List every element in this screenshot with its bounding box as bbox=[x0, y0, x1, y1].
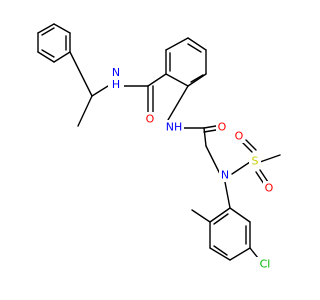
atom-label-o-acetamide: O bbox=[218, 121, 227, 134]
atom-label-o-sulfonyl-bottom: O bbox=[265, 182, 274, 195]
bond bbox=[190, 74, 204, 83]
atom-label-cl: Cl bbox=[260, 258, 271, 271]
bond bbox=[147, 73, 167, 87]
atom-label-nh-anilide: NH bbox=[166, 121, 183, 134]
bond bbox=[91, 85, 109, 97]
bond bbox=[245, 139, 257, 151]
bond bbox=[53, 51, 71, 63]
bond bbox=[41, 49, 55, 58]
bond bbox=[213, 213, 229, 225]
bond bbox=[191, 209, 211, 223]
bond bbox=[187, 73, 207, 87]
atom-o-acetamide: O bbox=[216, 120, 228, 134]
bond bbox=[167, 85, 189, 121]
bond bbox=[53, 23, 71, 34]
atom-s-sulfonyl: S bbox=[249, 154, 261, 168]
atom-o-sulfonyl-bottom: O bbox=[263, 181, 275, 195]
atom-o-amide: O bbox=[144, 112, 156, 126]
bond bbox=[203, 129, 217, 133]
atom-cl: Cl bbox=[256, 257, 274, 271]
atom-label-part: N bbox=[112, 66, 120, 79]
bond bbox=[187, 43, 202, 53]
atom-o-sulfonyl-top: O bbox=[233, 129, 245, 143]
atom-n-sulfonamide: N bbox=[219, 168, 231, 182]
bond bbox=[205, 145, 221, 175]
bond bbox=[259, 154, 281, 163]
atom-label-n-sulfonamide: N bbox=[221, 169, 229, 182]
bond bbox=[187, 37, 207, 51]
bond bbox=[37, 51, 55, 63]
bond bbox=[229, 207, 251, 223]
bond bbox=[209, 207, 231, 223]
atom-label-s-sulfonyl: S bbox=[252, 155, 259, 168]
atom-label-o-amide: O bbox=[146, 113, 155, 126]
atom-nh-anilide: NH bbox=[164, 120, 184, 134]
bond bbox=[209, 247, 231, 261]
atom-label-o-sulfonyl-top: O bbox=[235, 130, 244, 143]
bond bbox=[203, 125, 217, 129]
bond bbox=[241, 141, 253, 153]
bond bbox=[229, 247, 251, 261]
bond bbox=[37, 23, 55, 34]
bond bbox=[255, 171, 265, 185]
bond bbox=[249, 247, 259, 259]
bond bbox=[231, 161, 251, 175]
bond bbox=[165, 73, 189, 87]
bond bbox=[259, 169, 269, 183]
bond bbox=[77, 95, 93, 127]
bond bbox=[203, 127, 207, 147]
atom-label-part: H bbox=[112, 78, 120, 91]
bond bbox=[165, 37, 189, 51]
bond bbox=[224, 181, 231, 209]
bond bbox=[213, 245, 228, 256]
bond bbox=[69, 51, 93, 97]
bond bbox=[41, 27, 55, 36]
